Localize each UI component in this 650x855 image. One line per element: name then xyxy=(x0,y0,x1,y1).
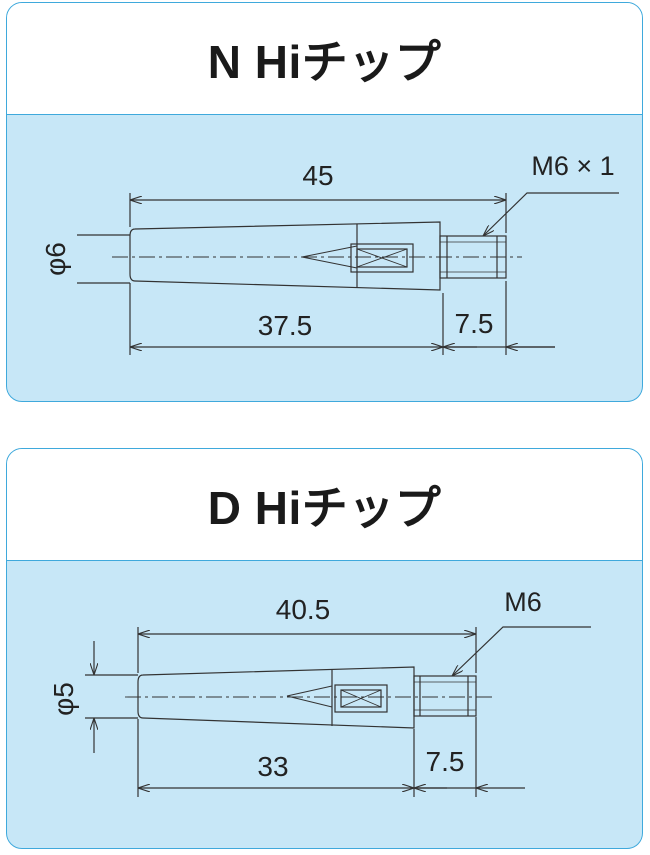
d-overall-length-label: 40.5 xyxy=(276,594,331,625)
n-tip-body xyxy=(129,221,441,291)
d-hi-tip-header: D Hiチップ xyxy=(7,449,642,561)
n-thread-spec-label: M6 × 1 xyxy=(531,151,614,181)
n-tip-slot xyxy=(350,243,414,273)
n-hi-tip-drawing: 45 φ6 37.5 7.5 M6 × 1 xyxy=(7,115,642,401)
d-diameter-label: φ5 xyxy=(48,682,79,716)
d-tip-slot xyxy=(334,684,388,713)
d-body-length-label: 33 xyxy=(257,751,288,782)
d-leader xyxy=(452,626,591,676)
d-tip-thread xyxy=(413,675,477,717)
n-diameter-label: φ6 xyxy=(40,242,71,276)
d-hi-tip-drawing: 40.5 φ5 33 7.5 M6 xyxy=(7,561,642,848)
d-hi-tip-title: D Hiチップ xyxy=(207,481,442,534)
d-thread-spec-label: M6 xyxy=(504,587,542,617)
n-body-length-label: 37.5 xyxy=(258,310,313,341)
n-overall-length-label: 45 xyxy=(302,160,333,191)
n-hi-tip-title: N Hiチップ xyxy=(207,35,442,88)
d-hi-tip-panel: D Hiチップ xyxy=(6,448,643,849)
n-leader xyxy=(483,192,619,236)
n-hi-tip-svg: 45 φ6 37.5 7.5 M6 × 1 xyxy=(40,151,619,355)
n-hi-tip-panel: N Hiチップ xyxy=(6,2,643,402)
d-hi-tip-svg: 40.5 φ5 33 7.5 M6 xyxy=(48,587,591,797)
n-hi-tip-header: N Hiチップ xyxy=(7,3,642,115)
n-thread-length-label: 7.5 xyxy=(455,308,494,339)
d-tip-body xyxy=(137,666,415,729)
d-thread-length-label: 7.5 xyxy=(426,746,465,777)
